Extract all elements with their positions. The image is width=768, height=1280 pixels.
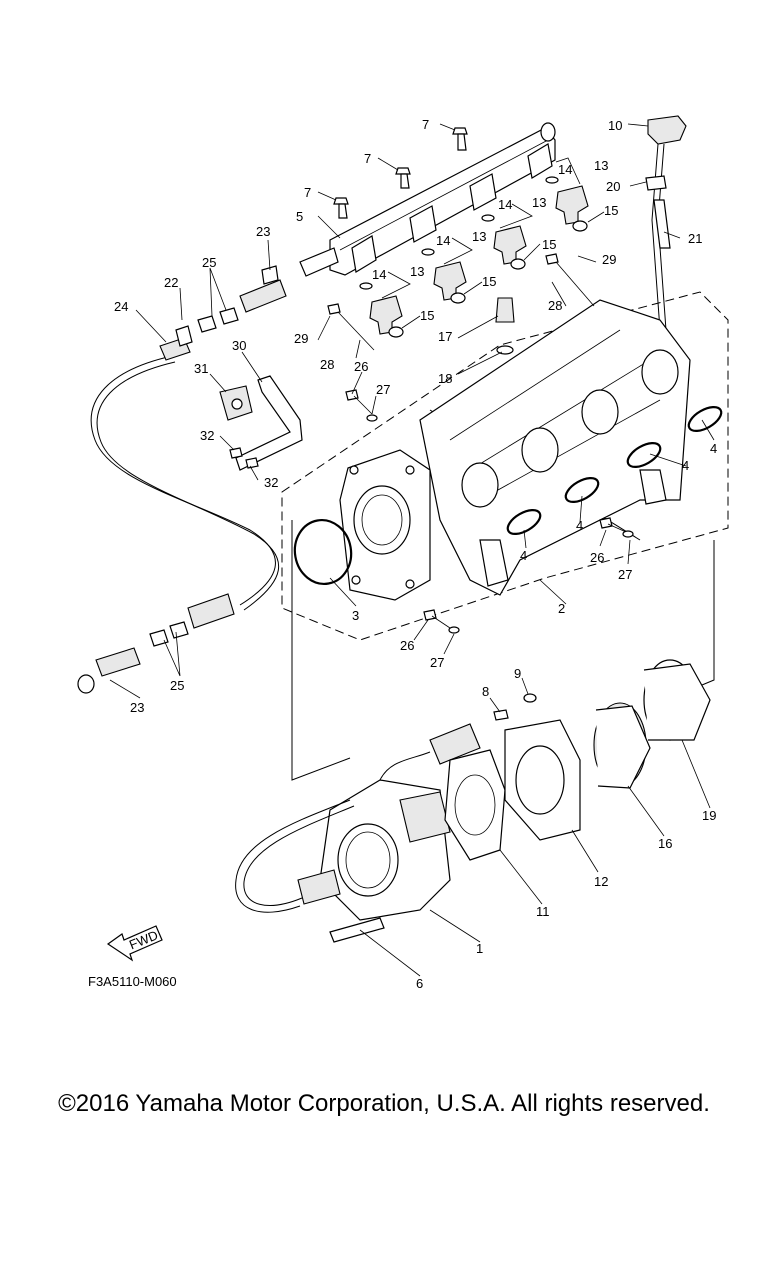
callout-7c: 7 bbox=[304, 185, 311, 200]
callout-6: 6 bbox=[416, 976, 423, 991]
callout-7a: 7 bbox=[422, 117, 429, 132]
callout-22: 22 bbox=[164, 275, 178, 290]
leader-lines bbox=[109, 123, 715, 977]
callout-26c: 26 bbox=[400, 638, 414, 653]
callout-4c: 4 bbox=[576, 518, 583, 533]
callout-30: 30 bbox=[232, 338, 246, 353]
callout-26b: 26 bbox=[590, 550, 604, 565]
drawing-code: F3A5110-M060 bbox=[88, 974, 177, 989]
callout-27a: 27 bbox=[376, 382, 390, 397]
callout-31: 31 bbox=[194, 361, 208, 376]
callout-20: 20 bbox=[606, 179, 620, 194]
callout-26a: 26 bbox=[354, 359, 368, 374]
throttle-body bbox=[235, 723, 481, 943]
map-sensor bbox=[645, 115, 687, 331]
callout-13b: 13 bbox=[532, 195, 546, 210]
callout-8: 8 bbox=[482, 684, 489, 699]
cable-end-bottom bbox=[77, 593, 235, 694]
callout-4d: 4 bbox=[520, 548, 527, 563]
callout-16: 16 bbox=[658, 836, 672, 851]
callout-27b: 27 bbox=[618, 567, 632, 582]
cable-end-top bbox=[159, 265, 287, 361]
callout-15a: 15 bbox=[604, 203, 618, 218]
callout-12: 12 bbox=[594, 874, 608, 889]
callout-4b: 4 bbox=[682, 458, 689, 473]
callout-17: 17 bbox=[438, 329, 452, 344]
manifold-inlet bbox=[339, 449, 431, 601]
callout-15c: 15 bbox=[482, 274, 496, 289]
callout-25b: 25 bbox=[170, 678, 184, 693]
cable-bracket bbox=[219, 375, 303, 471]
callout-7b: 7 bbox=[364, 151, 371, 166]
screen-and-sleeve bbox=[593, 659, 711, 789]
fuel-rail bbox=[299, 122, 556, 277]
callout-2: 2 bbox=[558, 601, 565, 616]
callout-15b: 15 bbox=[542, 237, 556, 252]
callout-9: 9 bbox=[514, 666, 521, 681]
o-rings bbox=[293, 405, 723, 585]
callout-11: 11 bbox=[536, 904, 550, 919]
callout-10: 10 bbox=[608, 118, 622, 133]
callout-23b: 23 bbox=[130, 700, 144, 715]
callout-28a: 28 bbox=[320, 357, 334, 372]
callout-29a: 29 bbox=[294, 331, 308, 346]
callout-15d: 15 bbox=[420, 308, 434, 323]
callout-5: 5 bbox=[296, 209, 303, 224]
sensor-17 bbox=[495, 297, 515, 355]
callout-13d: 13 bbox=[410, 264, 424, 279]
callout-13a: 13 bbox=[594, 158, 608, 173]
intake-manifold bbox=[419, 299, 691, 596]
callout-21: 21 bbox=[688, 231, 702, 246]
callout-14a: 14 bbox=[558, 162, 572, 177]
assembly-boundary bbox=[281, 291, 729, 641]
callout-labels: 1 2 3 4 4 4 4 5 6 7 7 7 8 9 10 11 12 13 … bbox=[114, 117, 717, 991]
callout-3: 3 bbox=[352, 608, 359, 623]
callout-19: 19 bbox=[702, 808, 716, 823]
callout-32b: 32 bbox=[264, 475, 278, 490]
callout-25a: 25 bbox=[202, 255, 216, 270]
injector-group bbox=[359, 176, 589, 338]
callout-28b: 28 bbox=[548, 298, 562, 313]
callout-24: 24 bbox=[114, 299, 128, 314]
throttle-cable bbox=[90, 355, 280, 611]
callout-1: 1 bbox=[476, 941, 483, 956]
callout-29b: 29 bbox=[602, 252, 616, 267]
callout-18: 18 bbox=[438, 371, 452, 386]
callout-13c: 13 bbox=[472, 229, 486, 244]
copyright-notice: ©2016 Yamaha Motor Corporation, U.S.A. A… bbox=[58, 1090, 710, 1117]
callout-14c: 14 bbox=[436, 233, 450, 248]
fasteners-26-29 bbox=[327, 253, 634, 634]
bolt-7-group bbox=[333, 127, 468, 219]
callout-27c: 27 bbox=[430, 655, 444, 670]
fwd-arrow: FWD bbox=[106, 925, 163, 962]
callout-14b: 14 bbox=[498, 197, 512, 212]
callout-23a: 23 bbox=[256, 224, 270, 239]
gaskets bbox=[444, 693, 581, 861]
callout-4a: 4 bbox=[710, 441, 717, 456]
callout-14d: 14 bbox=[372, 267, 386, 282]
callout-32a: 32 bbox=[200, 428, 214, 443]
